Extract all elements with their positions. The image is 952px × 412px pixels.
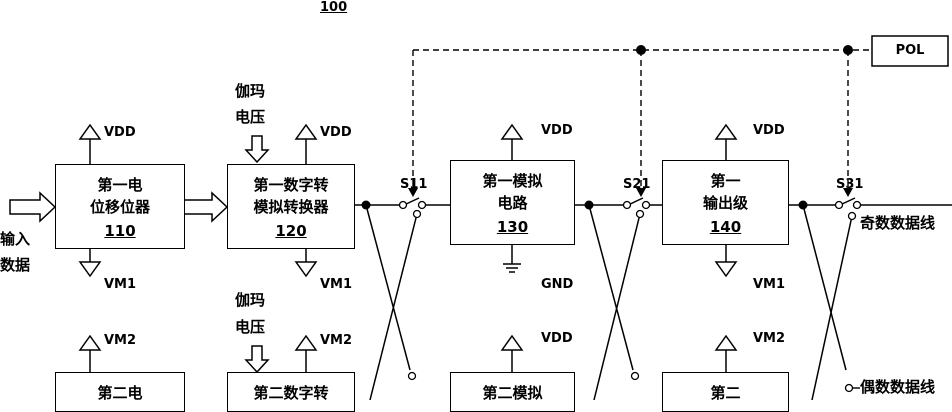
vm2-label-2: VM2 xyxy=(320,333,353,348)
figure-number: 100 xyxy=(320,0,348,15)
gamma-label-top-1: 伽玛 xyxy=(235,82,266,100)
input-label-1: 输入 xyxy=(0,230,31,248)
block-line-2: 模拟转换器 xyxy=(253,197,329,216)
gamma-label-bottom-2: 电压 xyxy=(235,318,266,336)
switch-contacts xyxy=(398,200,862,393)
vm1-label-2: VM1 xyxy=(320,277,353,292)
vdd-label-4: VDD xyxy=(753,123,785,138)
even-data-line-label: 偶数数据线 xyxy=(860,378,936,396)
junction-dots xyxy=(361,200,808,210)
switch-s31-label: S31 xyxy=(836,177,864,192)
block-line-1: 第一电 xyxy=(97,176,143,194)
input-label-2: 数据 xyxy=(0,256,31,274)
block-line-2: 电路 xyxy=(497,193,528,212)
vm2-label-1: VM2 xyxy=(104,333,137,348)
pol-junction-dot-1 xyxy=(636,45,646,55)
block-line-1: 第一模拟 xyxy=(482,172,543,190)
vdd-label-3: VDD xyxy=(541,123,573,138)
first-level-shifter-block: 第一电 位移位器 110 xyxy=(55,164,185,249)
bottom-supply-symbols xyxy=(78,334,738,372)
pol-arrowheads xyxy=(408,188,853,197)
block-number: 120 xyxy=(275,221,307,240)
block-line-1: 第二数字转 xyxy=(253,384,329,402)
block-line-1: 第二电 xyxy=(97,384,143,402)
vm1-symbols xyxy=(78,244,738,278)
first-analog-circuit-block: 第一模拟 电路 130 xyxy=(450,160,575,245)
switch-s21-label: S21 xyxy=(623,177,651,192)
pol-junction-dot-2 xyxy=(843,45,853,55)
pol-box xyxy=(871,35,949,67)
gamma-arrow-top xyxy=(244,135,270,164)
gamma-label-top-2: 电压 xyxy=(235,108,266,126)
gamma-arrow-bottom xyxy=(244,345,270,374)
second-output-stage-block: 第二 xyxy=(662,372,789,412)
block-line-1: 第一数字转 xyxy=(253,176,329,194)
vdd-label-2: VDD xyxy=(320,125,352,140)
first-output-stage-block: 第一 输出级 140 xyxy=(662,160,789,245)
vm1-label-1: VM1 xyxy=(104,277,137,292)
gnd-label: GND xyxy=(541,277,574,292)
block-number: 130 xyxy=(496,217,529,236)
block-line-1: 第二模拟 xyxy=(482,384,543,402)
gamma-label-bottom-1: 伽玛 xyxy=(235,291,266,309)
block-number: 110 xyxy=(104,221,136,240)
gnd-symbol xyxy=(503,244,521,273)
vdd-label-1: VDD xyxy=(104,125,136,140)
input-arrow xyxy=(9,191,57,223)
switch-s11-label: S11 xyxy=(400,177,428,192)
block-line-1: 第一 xyxy=(710,172,741,190)
block-line-2: 输出级 xyxy=(702,193,748,212)
circuit-diagram xyxy=(9,35,952,400)
first-dac-block: 第一数字转 模拟转换器 120 xyxy=(227,164,355,249)
vm2-label-3: VM2 xyxy=(753,331,786,346)
block-number: 140 xyxy=(709,217,742,236)
second-level-shifter-block: 第二电 xyxy=(55,372,185,412)
block-line-1: 第二 xyxy=(710,384,741,402)
pol-label: POL xyxy=(895,43,925,58)
signal-path xyxy=(355,197,952,400)
second-analog-circuit-block: 第二模拟 xyxy=(450,372,575,412)
vdd-symbols xyxy=(78,123,738,164)
block-line-2: 位移位器 xyxy=(89,197,150,216)
pol-control-bus xyxy=(412,49,872,190)
ls-to-dac-arrow xyxy=(183,191,229,223)
vdd-label-5: VDD xyxy=(541,331,573,346)
second-dac-block: 第二数字转 xyxy=(227,372,355,412)
odd-data-line-label: 奇数数据线 xyxy=(860,214,936,232)
vm1-label-3: VM1 xyxy=(753,277,786,292)
